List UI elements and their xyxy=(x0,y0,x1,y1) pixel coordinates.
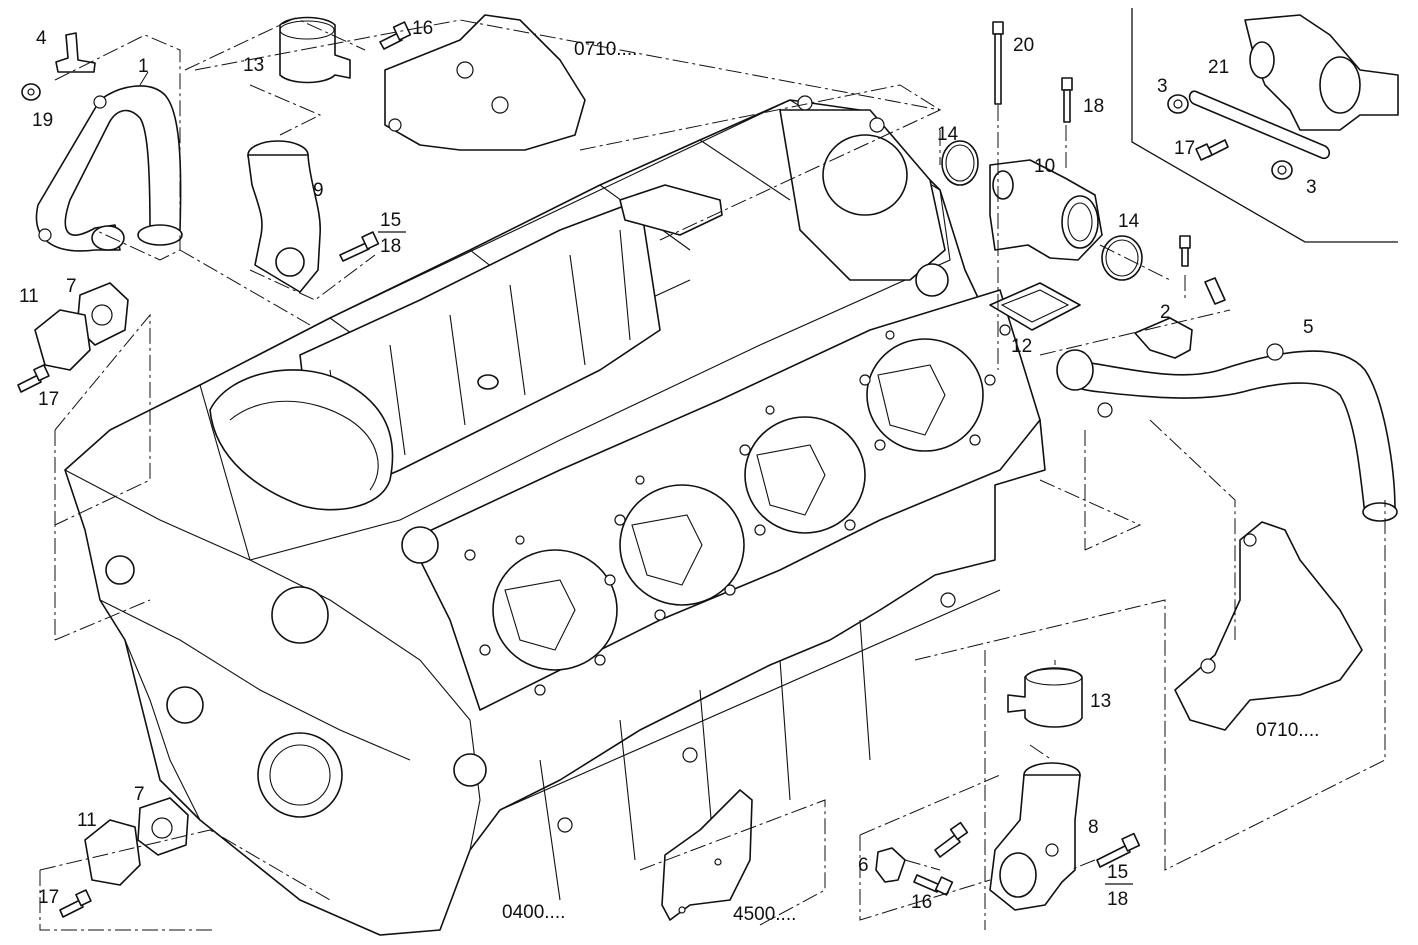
label-16-top: 16 xyxy=(412,18,433,39)
label-19: 19 xyxy=(32,110,53,131)
part-17-screw-upper-left xyxy=(17,364,50,393)
label-10: 10 xyxy=(1034,156,1055,177)
label-4: 4 xyxy=(36,28,47,49)
part-11-cover-upper xyxy=(34,309,91,371)
label-9: 9 xyxy=(313,180,324,201)
part-16-screws-lower xyxy=(913,821,969,896)
label-3-left: 3 xyxy=(1157,76,1168,97)
part-14-o-ring-lower xyxy=(1101,235,1143,281)
label-16-lower: 16 xyxy=(911,892,932,913)
deck-bolt-holes xyxy=(464,324,1011,696)
label-11-lower: 11 xyxy=(77,810,97,831)
detail-inset xyxy=(1131,8,1399,243)
label-7-lower: 7 xyxy=(134,784,145,805)
part-8-elbow xyxy=(989,762,1081,911)
part-7-flange-lower xyxy=(137,797,189,856)
label-14-lower: 14 xyxy=(1118,211,1140,232)
label-14-upper: 14 xyxy=(937,124,959,145)
part-14-o-ring-upper xyxy=(941,140,979,186)
label-ref-0710-right: 0710.... xyxy=(1256,720,1319,741)
label-ref-0710-top: 0710.... xyxy=(574,39,637,60)
timing-cover-lower xyxy=(1174,521,1363,731)
small-bolts-center-right xyxy=(1179,235,1226,305)
label-5: 5 xyxy=(1303,317,1314,338)
timing-cover-upper xyxy=(384,14,586,151)
label-11-upper: 11 xyxy=(19,286,39,307)
rear-housing xyxy=(779,95,949,297)
label-18: 18 xyxy=(1083,96,1104,117)
part-5-coolant-pipe xyxy=(1056,343,1398,522)
label-21: 21 xyxy=(1208,57,1229,78)
part-17-screw-lower-left xyxy=(59,889,92,918)
label-7-upper: 7 xyxy=(66,276,77,297)
label-fraction-right-den: 18 xyxy=(1107,889,1128,910)
label-8: 8 xyxy=(1088,817,1099,838)
part-16-screw-top xyxy=(379,21,412,50)
part-4-bracket xyxy=(55,32,96,73)
assembly-leader-lines xyxy=(39,17,1386,931)
label-3-right: 3 xyxy=(1306,177,1317,198)
part-10-thermostat-housing xyxy=(989,159,1103,261)
part-18-bolt xyxy=(1061,77,1073,123)
callout-leaders xyxy=(139,71,1056,665)
part-13-clamp-lower xyxy=(1007,667,1083,728)
label-1: 1 xyxy=(138,56,149,77)
label-17-upper: 17 xyxy=(38,389,59,410)
part-1-coolant-elbow-pipe xyxy=(35,85,183,252)
part-19-nut xyxy=(21,83,41,101)
label-13-top: 13 xyxy=(243,55,264,76)
label-fraction-right-num: 15 xyxy=(1107,862,1128,883)
label-ref-0400: 0400.... xyxy=(502,902,565,923)
part-2-bracket xyxy=(1134,317,1193,359)
part-12-gasket xyxy=(989,282,1081,331)
label-20: 20 xyxy=(1013,35,1034,56)
label-fraction-top-den: 18 xyxy=(380,236,401,257)
label-6: 6 xyxy=(858,855,869,876)
part-6-clip xyxy=(875,847,906,883)
label-fraction-top-num: 15 xyxy=(380,210,401,231)
part-15-18-screw-right xyxy=(1096,832,1141,868)
label-17-lower: 17 xyxy=(38,887,59,908)
label-2: 2 xyxy=(1160,302,1171,323)
label-17-inset: 17 xyxy=(1174,138,1195,159)
plate-4500 xyxy=(661,789,753,921)
front-housing-openings xyxy=(105,526,956,833)
label-ref-4500: 4500.... xyxy=(733,904,796,925)
cylinder-bores xyxy=(492,338,984,671)
part-20-long-bolt xyxy=(992,21,1004,105)
label-12: 12 xyxy=(1011,336,1032,357)
part-15-18-screw-left xyxy=(339,231,380,262)
part-13-clamp-top xyxy=(279,16,351,84)
intake-manifold xyxy=(209,184,723,511)
part-9-elbow xyxy=(247,140,322,293)
callout-labels: 1 4 19 13 16 0710.... 9 15 18 11 7 17 20… xyxy=(19,18,1319,925)
label-13-lower: 13 xyxy=(1090,691,1111,712)
